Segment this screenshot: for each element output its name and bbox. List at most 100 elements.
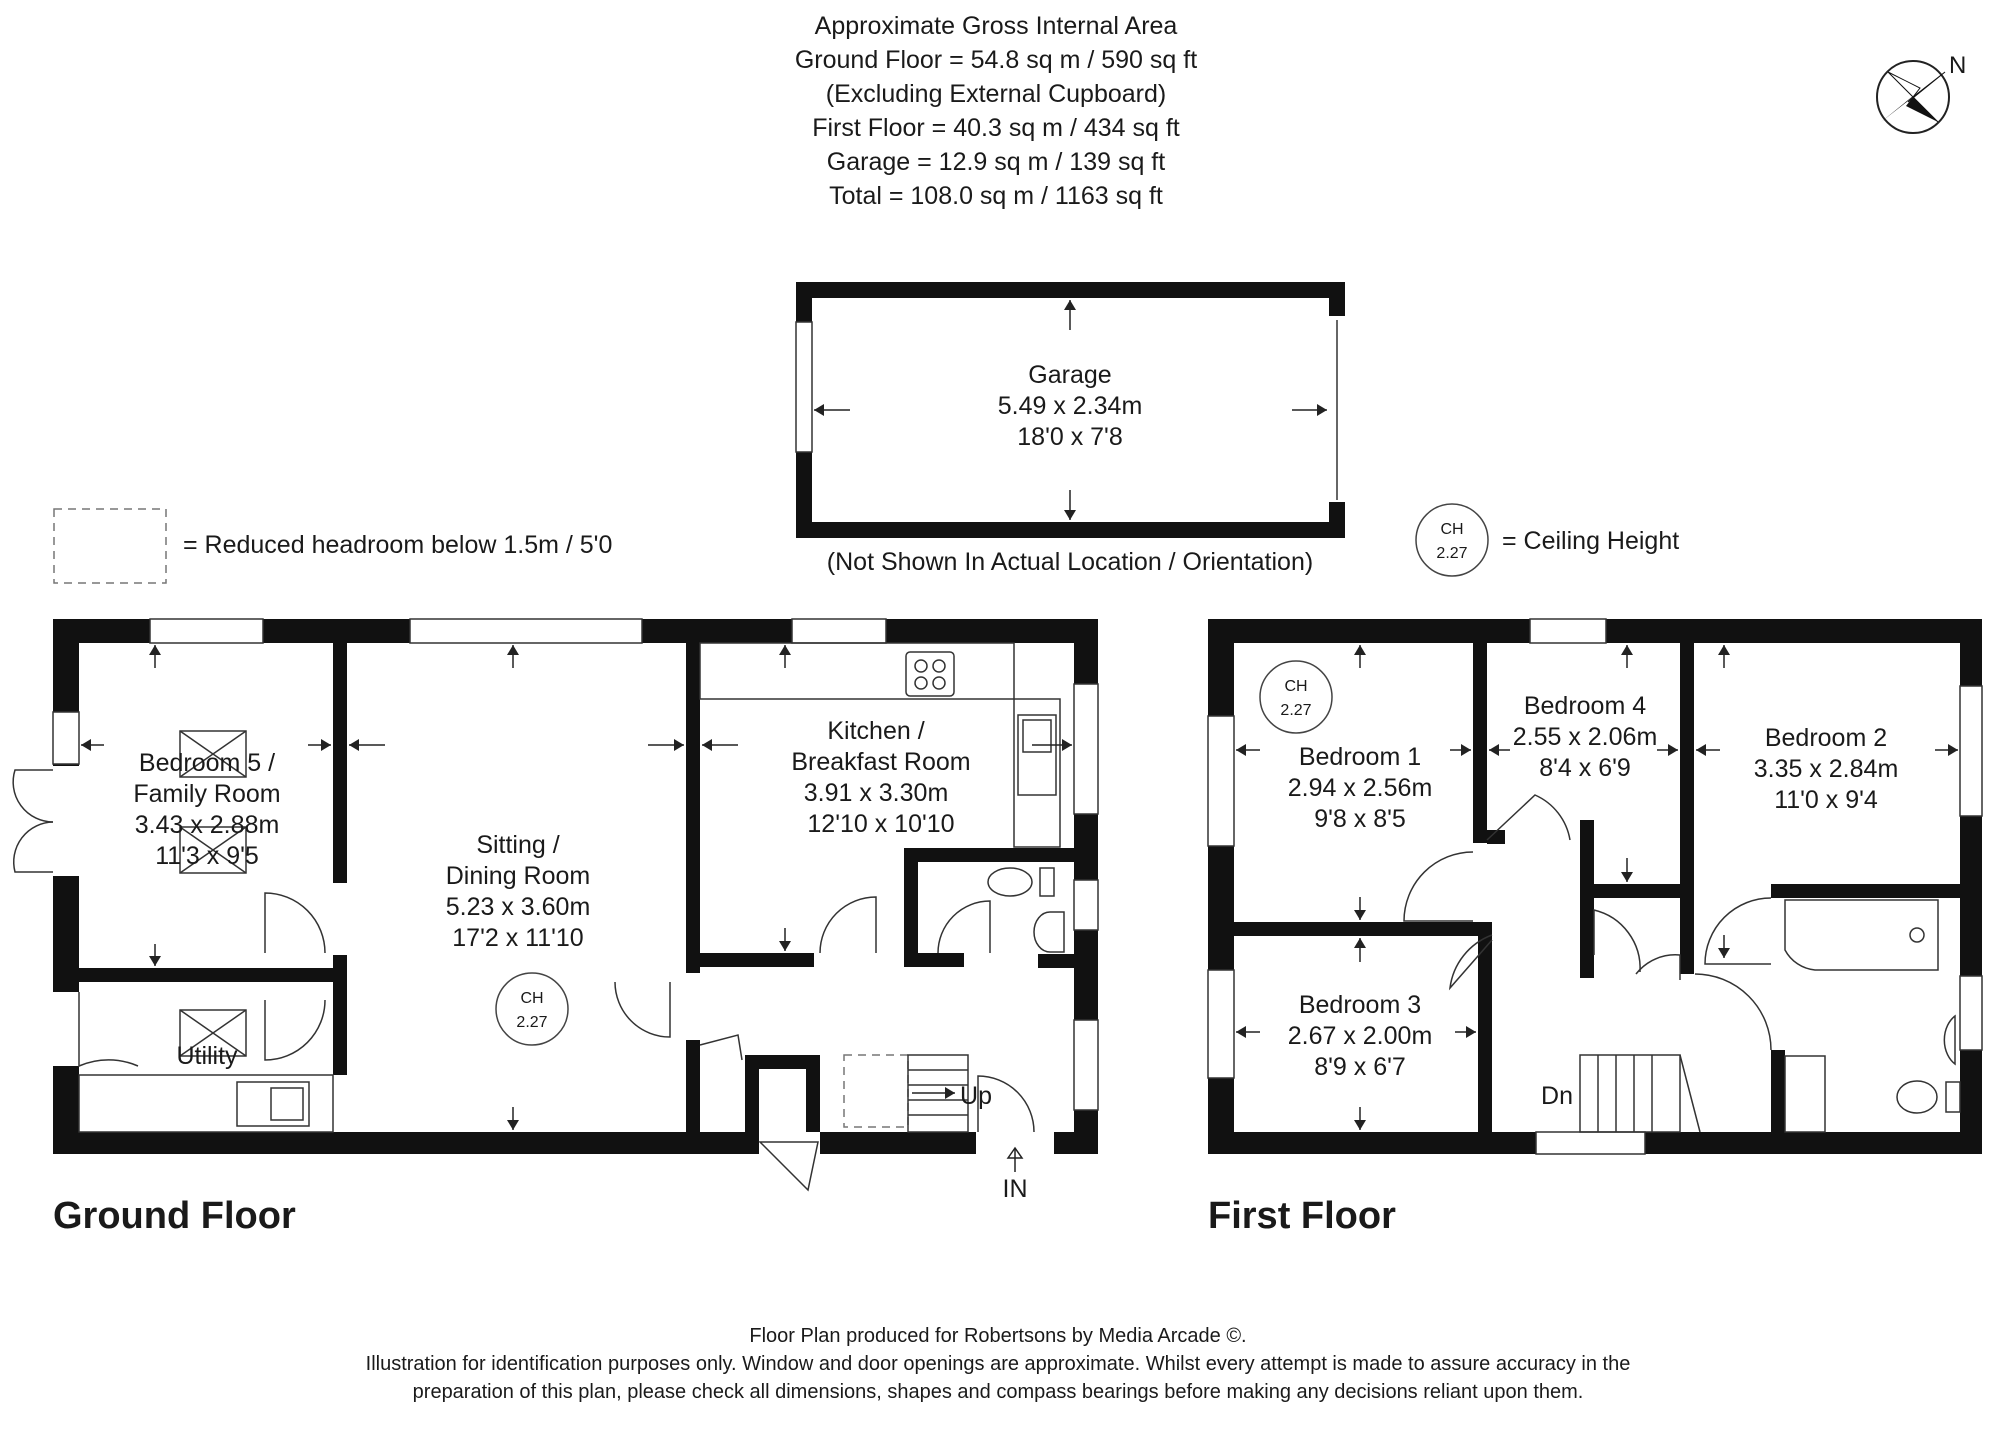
stairs-up-label: Up [960,1082,992,1110]
window [1959,975,1983,1051]
dimension-arrows [81,645,1072,1130]
window [1073,1019,1099,1111]
stairs-down-label: Dn [1541,1082,1573,1110]
area-summary: Approximate Gross Internal Area Ground F… [795,12,1197,210]
room-dimensions-imperial: 11'0 x 9'4 [1774,786,1878,814]
disclaimer-line: Illustration for identification purposes… [366,1353,1631,1375]
legend-ceiling-height: CH 2.27 = Ceiling Height [1415,503,1679,577]
window [1207,969,1235,1079]
disclaimer: Floor Plan produced for Robertsons by Me… [366,1325,1631,1403]
garage-name: Garage [1028,361,1111,389]
door [1486,794,1571,841]
room-dimensions-imperial: 12'10 x 10'10 [807,810,954,838]
disclaimer-line: preparation of this plan, please check a… [413,1381,1584,1403]
first-floor-plan: Bedroom 1 2.94 x 2.56m 9'8 x 8'5 Bedroom… [1207,618,1983,1237]
room-name: Utility [176,1042,238,1070]
window [1207,715,1235,847]
toilet-icon [987,867,1033,897]
room-dimensions-imperial: 11'3 x 9'5 [155,842,259,870]
area-line: Ground Floor = 54.8 sq m / 590 sq ft [795,46,1197,74]
room-dimensions-metric: 2.94 x 2.56m [1288,774,1433,802]
room-name: Bedroom 4 [1524,692,1646,720]
door [1704,897,1772,965]
stairs [907,1054,969,1133]
room-dimensions-metric: 5.23 x 3.60m [446,893,591,921]
window [1073,879,1099,931]
toilet-icon [1896,1080,1938,1114]
ground-floor-plan: Bedroom 5 / Family Room 3.43 x 2.88m 11'… [12,618,1099,1237]
room-name: Dining Room [446,862,591,890]
sink-icon [1017,714,1057,796]
window [1073,683,1099,815]
worktop [1013,698,1061,848]
room-dimensions-imperial: 17'2 x 11'10 [452,924,583,952]
room-name: Breakfast Room [791,748,970,776]
door [78,992,139,1068]
room-dimensions-metric: 3.91 x 3.30m [804,779,949,807]
ceiling-height-label: = Ceiling Height [1502,527,1679,555]
compass-north-label: N [1949,52,1966,79]
area-line: Total = 108.0 sq m / 1163 sq ft [829,182,1163,210]
room-name: Kitchen / [827,717,924,745]
french-door [12,821,54,873]
area-line: Garage = 12.9 sq m / 139 sq ft [827,148,1165,176]
window [409,618,643,644]
ch-badge-label: CH [520,990,543,1007]
area-line: Approximate Gross Internal Area [815,12,1178,40]
french-door [12,769,54,823]
window [1535,1131,1646,1155]
room-name: Bedroom 3 [1299,991,1421,1019]
sink-icon [236,1081,310,1127]
floor-title: First Floor [1208,1195,1396,1237]
window [791,618,887,644]
front-door [977,1075,1035,1133]
door [614,981,671,1038]
window [149,618,264,644]
room-dimensions-imperial: 8'9 x 6'7 [1314,1053,1406,1081]
window [1959,685,1983,817]
door [699,1034,743,1061]
ch-badge-value: 2.27 [1280,702,1311,719]
garage-plan: Garage 5.49 x 2.34m 18'0 x 7'8 (Not Show… [795,282,1345,576]
basin-icon [1943,1014,1956,1066]
room-name: Family Room [133,780,280,808]
cupboard [1784,1055,1826,1133]
room-dimensions-metric: 2.67 x 2.00m [1288,1022,1433,1050]
door [1694,973,1772,1051]
ch-badge-icon [1259,660,1333,734]
window [52,711,80,765]
room-dimensions-metric: 2.55 x 2.06m [1513,723,1658,751]
door [819,896,877,954]
worktop [699,642,1015,700]
room-name: Sitting / [476,831,559,859]
stairs [1579,1054,1681,1133]
basin-icon [1033,911,1065,953]
ch-badge-label: CH [1284,678,1307,695]
legend-reduced-headroom: = Reduced headroom below 1.5m / 5'0 [53,508,612,584]
disclaimer-line: Floor Plan produced for Robertsons by Me… [749,1325,1246,1347]
area-line: (Excluding External Cupboard) [826,80,1166,108]
entrance-label: IN [1003,1175,1028,1203]
door [1448,934,1493,991]
door [264,999,326,1061]
garage-note: (Not Shown In Actual Location / Orientat… [827,548,1313,576]
room-dimensions-metric: 3.43 x 2.88m [135,811,280,839]
window [1529,618,1607,644]
reduced-headroom-area [843,1054,909,1128]
door [264,892,326,954]
skylight-icon [179,730,247,1057]
hob-icon [905,651,955,697]
ch-badge-icon [495,972,569,1046]
ch-badge-icon [1415,503,1489,577]
garage-imperial: 18'0 x 7'8 [1017,423,1122,451]
room-name: Bedroom 2 [1765,724,1887,752]
bath-icon [1784,899,1939,971]
room-name: Bedroom 1 [1299,743,1421,771]
room-dimensions-imperial: 8'4 x 6'9 [1539,754,1631,782]
dimension-arrows [1236,645,1958,1130]
ch-badge-label: CH [1440,521,1463,538]
garage-metric: 5.49 x 2.34m [998,392,1143,420]
door [937,900,991,954]
worktop [78,1074,334,1133]
